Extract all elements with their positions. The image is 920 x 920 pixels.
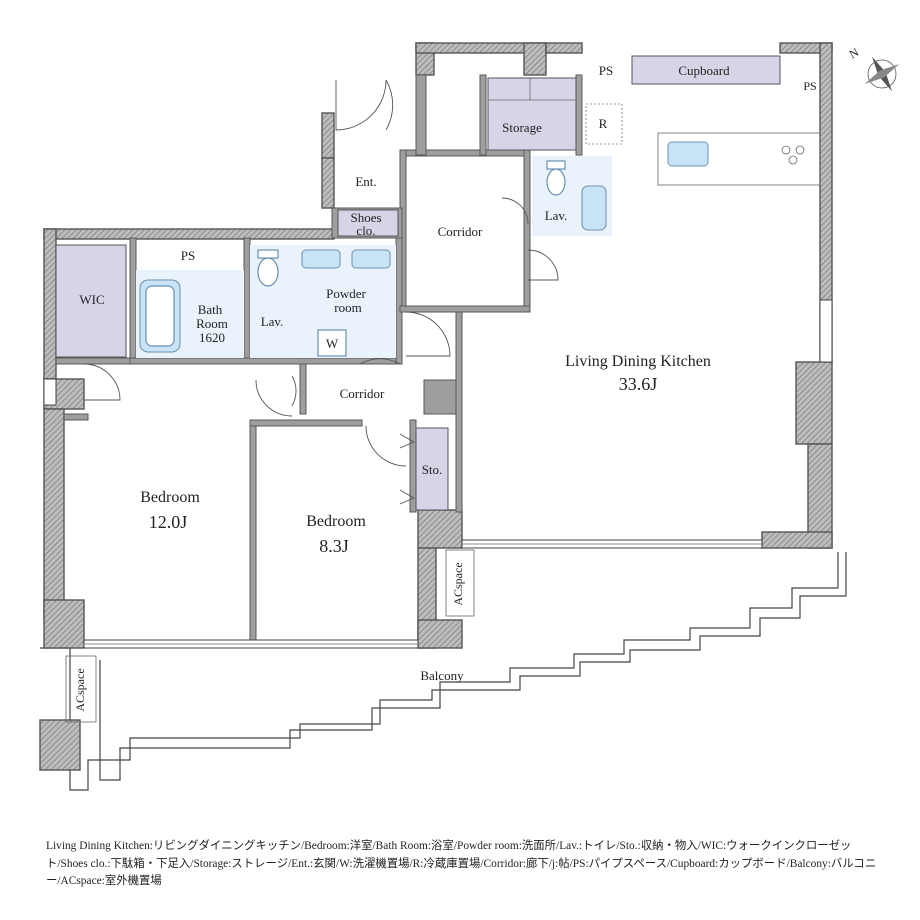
washer-space — [317, 329, 347, 357]
kitchen-sink-icon — [667, 141, 709, 167]
compass-north-label: N — [847, 45, 862, 62]
powder-room-label-2: room — [334, 300, 361, 315]
storage-label: Storage — [502, 120, 542, 135]
sink-icon — [301, 249, 341, 269]
corridor-label-2: Corridor — [340, 386, 385, 401]
bath-label-1: Bath — [198, 302, 223, 317]
windows — [43, 299, 833, 649]
acspace-box-1 — [445, 549, 475, 617]
acspace-box-2 — [65, 655, 97, 723]
balcony-outline — [40, 552, 847, 791]
refrigerator-space — [585, 103, 623, 145]
ps-label-2: PS — [599, 63, 613, 78]
lav-label-1: Lav. — [261, 314, 284, 329]
shoes-closet-area — [337, 209, 399, 237]
bath-label-2: Room — [196, 316, 228, 331]
outer-walls — [39, 42, 833, 771]
ps-label-3: PS — [803, 79, 816, 93]
washer-label: W — [326, 336, 339, 351]
ldk-size-label: 33.6J — [619, 374, 658, 394]
kitchen-counter — [657, 132, 821, 186]
bath-label-3: 1620 — [199, 330, 225, 345]
ldk-label: Living Dining Kitchen — [565, 353, 711, 370]
acspace-label-1: ACspace — [451, 562, 465, 605]
refrigerator-label: R — [599, 116, 608, 131]
cupboard-area — [631, 55, 781, 85]
stove-burner-icon — [781, 145, 791, 155]
corridor-label-1: Corridor — [438, 224, 483, 239]
wic-label: WIC — [79, 292, 104, 307]
entrance-label: Ent. — [355, 174, 376, 189]
room-labels: Living Dining Kitchen 33.6J Bedroom 12.0… — [73, 63, 817, 712]
sto-label: Sto. — [422, 462, 443, 477]
bedroom2-label: Bedroom — [306, 513, 366, 530]
toilet-icon — [257, 257, 279, 287]
shoes-closet-label-2: clo. — [356, 223, 375, 238]
sink-icon-2 — [351, 249, 391, 269]
wic-area — [55, 244, 127, 358]
lav-label-2: Lav. — [545, 208, 568, 223]
powder-room-label-1: Powder — [326, 286, 366, 301]
cupboard-label: Cupboard — [678, 63, 730, 78]
ps-label-1: PS — [181, 248, 195, 263]
shoes-closet-label-1: Shoes — [350, 210, 381, 225]
compass-icon: N — [847, 45, 900, 92]
bedroom2-size-label: 8.3J — [319, 536, 349, 556]
bedroom1-size-label: 12.0J — [149, 512, 188, 532]
sto-area — [415, 427, 449, 511]
legend: Living Dining Kitchen:リビングダイニングキッチン/Bedr… — [46, 840, 877, 888]
hand-sink-icon — [581, 185, 607, 231]
toilet-icon-2 — [546, 168, 566, 196]
storage-area — [487, 77, 577, 151]
acspace-label-2: ACspace — [73, 668, 87, 711]
balcony-label: Balcony — [420, 668, 464, 683]
bedroom1-label: Bedroom — [140, 489, 200, 506]
fixtures — [139, 103, 821, 357]
doors — [83, 79, 559, 505]
